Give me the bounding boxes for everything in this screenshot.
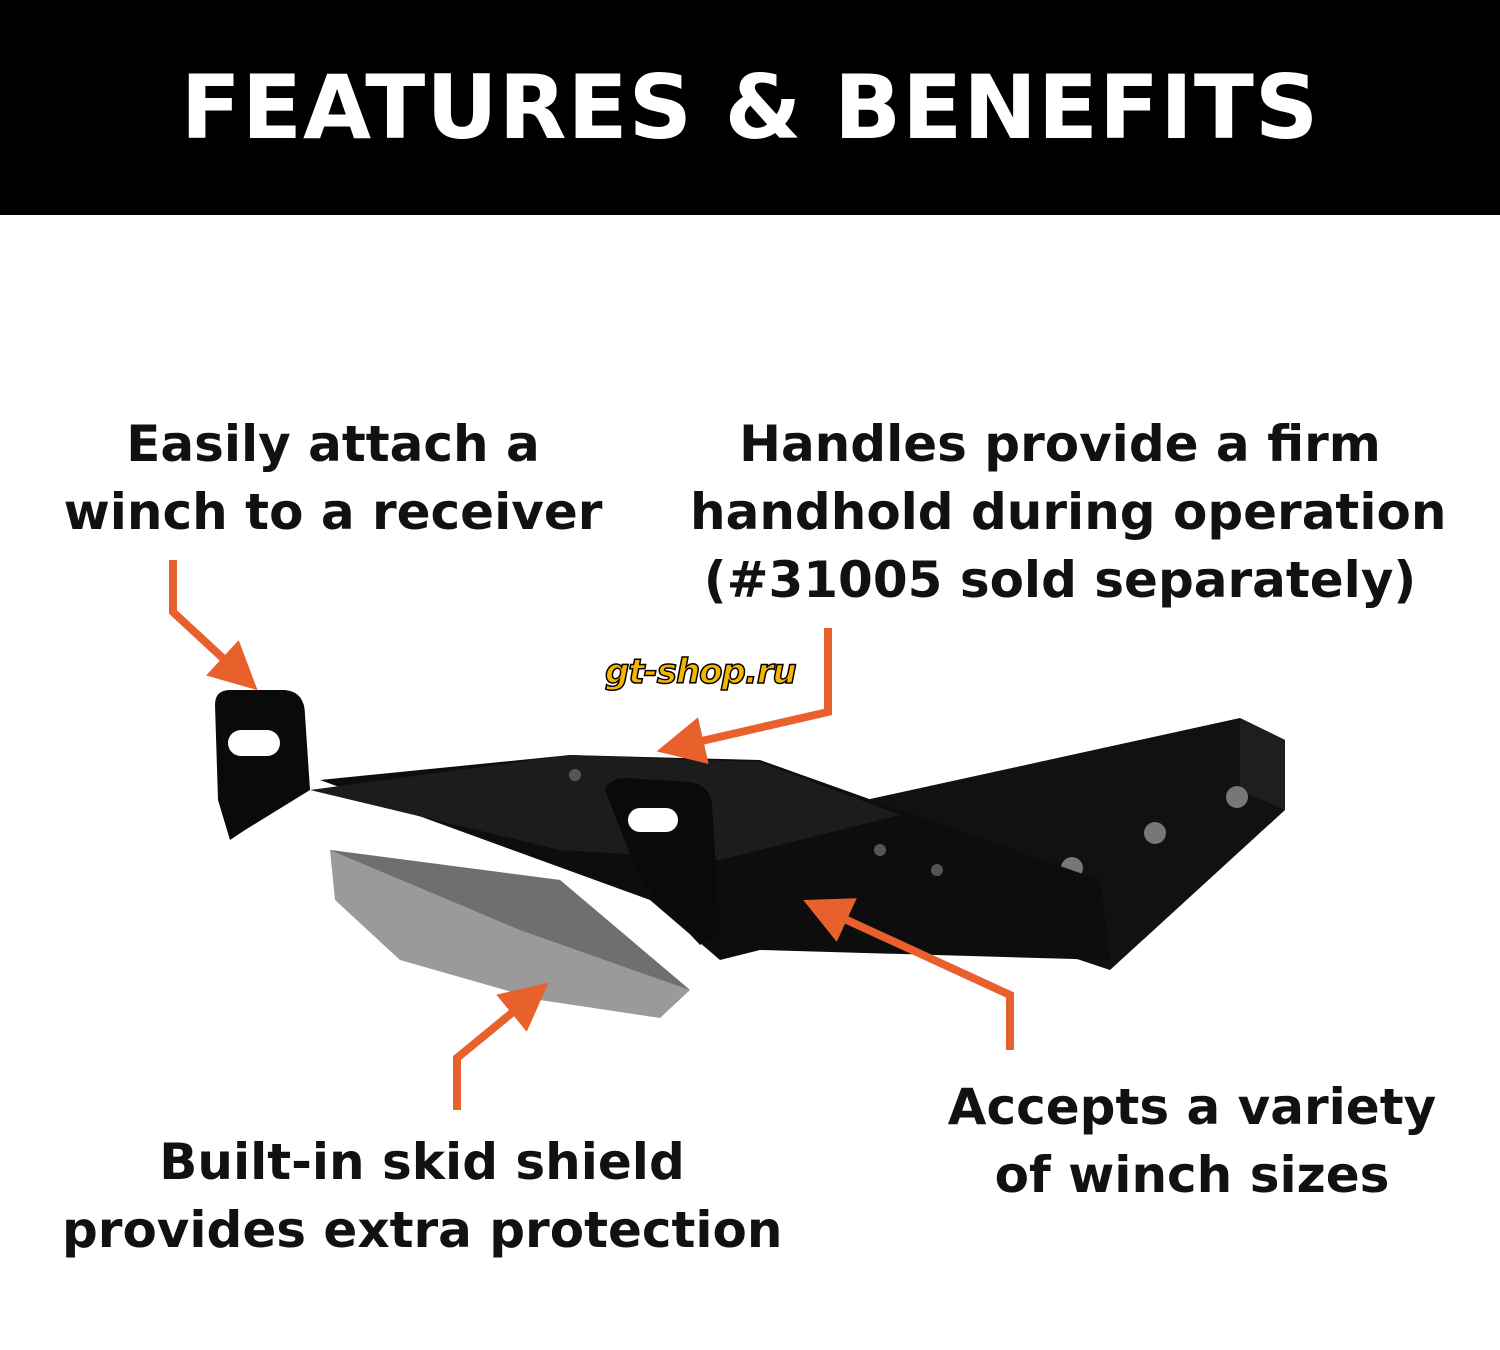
callout-variety: Accepts a variety of winch sizes [942, 1073, 1442, 1209]
callout-attach: Easily attach a winch to a receiver [53, 410, 613, 546]
arrow-attach [169, 560, 258, 691]
arrow-variety [803, 898, 1014, 1050]
winch-mount-bracket [215, 690, 1285, 1018]
callout-line: Built-in skid shield [159, 1133, 685, 1191]
callout-line: provides extra protection [62, 1201, 783, 1259]
arrow-handles [656, 628, 832, 765]
callout-line: winch to a receiver [63, 483, 603, 541]
callout-line: (#31005 sold separately) [703, 551, 1417, 609]
arrow-skid [453, 982, 549, 1110]
callout-line: Accepts a variety [947, 1078, 1437, 1136]
callout-line: of winch sizes [994, 1146, 1390, 1204]
watermark-logo: gt-shop.ru [604, 651, 797, 693]
page-title: FEATURES & BENEFITS [180, 56, 1320, 159]
callout-handles: Handles provide a firm handhold during o… [690, 410, 1447, 614]
callout-line: Handles provide a firm [739, 415, 1381, 473]
callout-line: handhold during operation [690, 483, 1447, 541]
header-banner: FEATURES & BENEFITS [0, 0, 1500, 215]
callout-line: Easily attach a [126, 415, 540, 473]
callout-skid: Built-in skid shield provides extra prot… [62, 1128, 783, 1264]
